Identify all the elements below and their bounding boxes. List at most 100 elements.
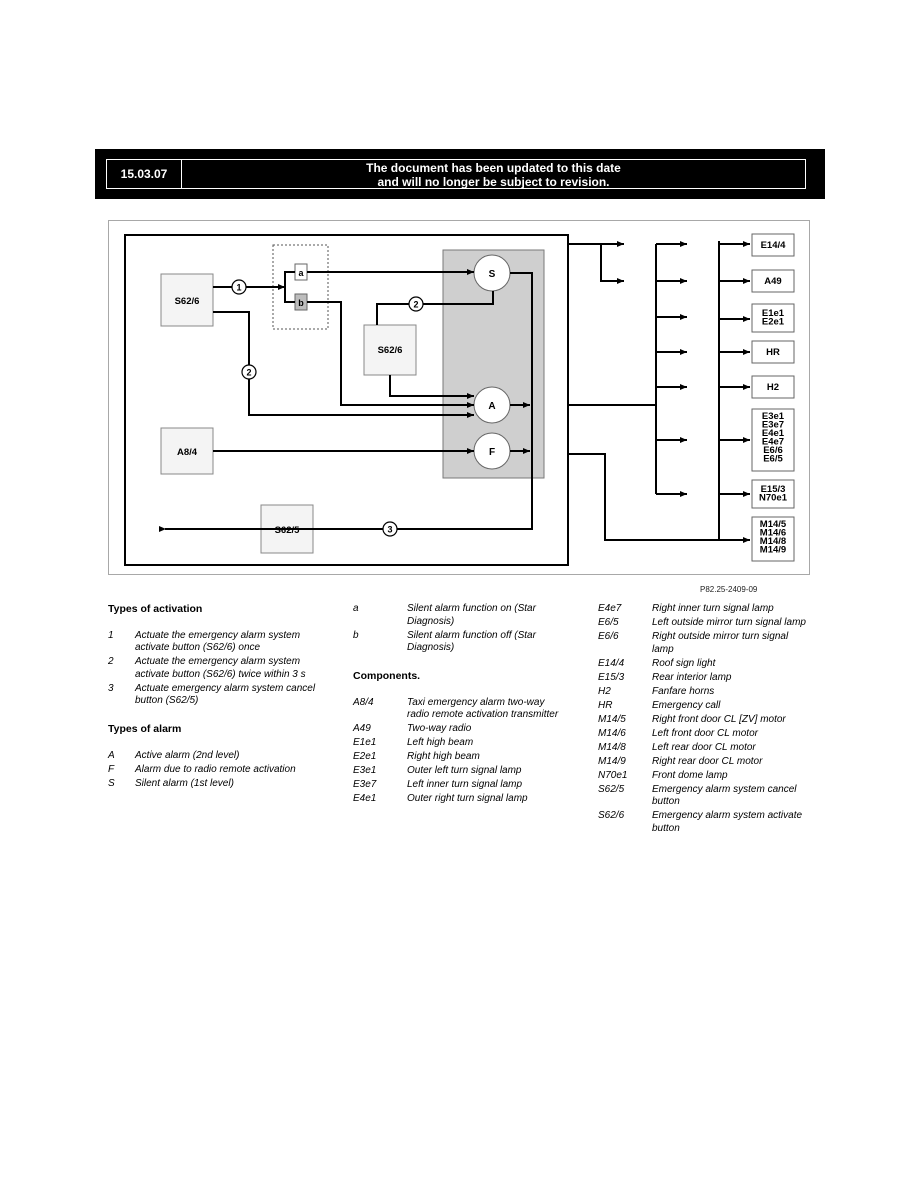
output-label-line: N70e1 (759, 493, 788, 504)
output-box-turn-signals (751, 408, 795, 472)
output-label-line: E6/6 (763, 445, 783, 456)
output-box-interior-lamps (751, 479, 795, 509)
output-box-e1e1-e2e1 (751, 303, 795, 333)
legend-code: E4e1 (353, 793, 377, 804)
legend-description: Outer left turn signal lamp (407, 765, 522, 776)
legend-code: S62/6 (598, 810, 625, 821)
legend-description: Left front door CL motor (652, 727, 758, 739)
s62-6-main-label: S62/6 (175, 296, 200, 307)
legend-description: Left inner turn signal lamp (407, 779, 523, 790)
option-a-label: a (298, 268, 304, 278)
legend-item: M14/9 Right rear door CL motor (598, 756, 810, 769)
legend-item: 1 Actuate the emergency alarm system acti… (108, 630, 323, 655)
legend-code: A49 (353, 723, 371, 734)
legend-description: Actuate the emergency alarm system activ… (135, 629, 301, 654)
activation-markers: 1 2 2 3 (231, 279, 424, 537)
marker-2a-circle (408, 296, 424, 312)
legend-item: S62/5 Emergency alarm system cancel butto… (598, 784, 810, 809)
output-label-line: E6/5 (763, 454, 783, 465)
legend-code: HR (598, 699, 613, 711)
output-label-line: E3e1 (762, 411, 785, 422)
legend-code: M14/8 (598, 741, 626, 753)
legend-description: Right rear door CL motor (652, 755, 763, 767)
legend-description: Fanfare horns (652, 685, 715, 697)
s62-5-label: S62/5 (275, 525, 301, 536)
legend-code: A8/4 (353, 696, 374, 708)
legend-code: b (353, 629, 359, 641)
marker-2b-circle (241, 364, 257, 380)
output-label-line: E15/3 (761, 484, 786, 495)
marker-2b: 2 (246, 368, 251, 378)
legend-code: E3e7 (353, 779, 377, 790)
legend-code: M14/5 (598, 713, 626, 725)
output-label-line: H2 (767, 382, 779, 393)
legend-description: Left rear door CL motor (652, 741, 756, 753)
marker-3: 3 (387, 525, 392, 535)
revision-message-line1: The document has been updated to this da… (366, 161, 621, 175)
legend-code: F (108, 763, 115, 775)
legend-description: Right front door CL [ZV] motor (652, 713, 786, 725)
legend-item: M14/8 Left rear door CL motor (598, 742, 810, 755)
legend-description: Left outside mirror turn signal lamp (652, 617, 806, 628)
legend-description: Rear interior lamp (652, 671, 732, 683)
legend-description: Emergency alarm system cancel button (652, 783, 797, 808)
legend-item: E6/5 Left outside mirror turn signal lamp (598, 617, 810, 630)
output-label-line: E4e7 (762, 437, 784, 448)
s62-6-second-box (363, 324, 417, 376)
legend-description: Emergency call (652, 699, 721, 711)
revision-banner-frame: 15.03.07 The document has been updated t… (106, 159, 806, 189)
output-label-line: M14/6 (760, 528, 786, 539)
revision-date: 15.03.07 (107, 160, 182, 188)
revision-message: The document has been updated to this da… (182, 160, 805, 189)
output-label-line: E2e1 (762, 317, 785, 328)
legend-code: M14/6 (598, 727, 626, 739)
alarm-system-diagram: S62/6 S62/6 A8/4 S62/5 a b S A F (108, 220, 810, 575)
legend-description: Left high beam (407, 737, 474, 748)
legend-code: S62/5 (598, 783, 625, 795)
legend-code: 1 (108, 629, 114, 641)
legend-description: Right outside mirror turn signal lamp (652, 631, 789, 655)
legend-description: Two-way radio (407, 723, 472, 734)
legend-item: S62/6 Emergency alarm system activate but… (598, 810, 810, 835)
legend-code: a (353, 603, 359, 614)
legend-item: E3e7 Left inner turn signal lamp (353, 779, 568, 792)
output-label-line: HR (766, 347, 780, 358)
legend-description: Actuate the emergency alarm system activ… (135, 656, 306, 680)
legend-code: M14/9 (598, 755, 626, 767)
active-alarm-node-label: A (488, 401, 495, 412)
output-box-h2 (751, 375, 795, 399)
output-wiring (568, 241, 750, 543)
alarm-heading: Types of alarm (108, 723, 182, 735)
legend-code: E2e1 (353, 751, 377, 762)
legend-item: M14/6 Left front door CL motor (598, 728, 810, 741)
legend-code: 3 (108, 682, 114, 694)
output-box-a49 (751, 269, 795, 293)
legend-description: Emergency alarm system activate button (652, 810, 803, 834)
internal-wiring (159, 269, 533, 532)
legend-code: E15/3 (598, 671, 625, 683)
legend-code: E6/5 (598, 617, 619, 628)
legend-code: A (108, 749, 115, 761)
radio-alarm-node-label: F (489, 447, 495, 458)
revision-banner: 15.03.07 The document has been updated t… (95, 149, 825, 199)
option-b-label: b (298, 298, 304, 308)
figure-reference: P82.25-2409-09 (700, 585, 758, 594)
